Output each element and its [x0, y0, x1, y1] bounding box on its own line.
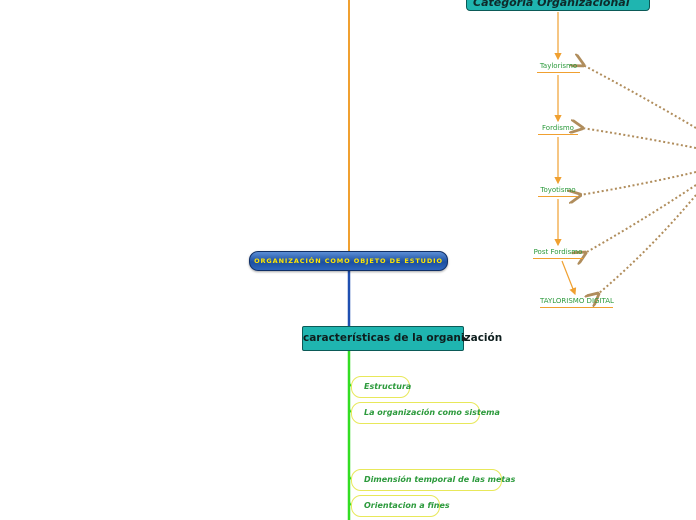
topic-caracteristicas[interactable]: características de la organización [302, 326, 502, 351]
relation-to-taylorismo [583, 65, 696, 129]
topic-categoria-organizacional[interactable]: Categoría Organizacional [466, 0, 650, 11]
subtopic-fordismo[interactable]: Fordismo [538, 122, 578, 135]
expand-arrow-icon[interactable] [463, 336, 467, 342]
subtopic-organizacion-como-sistema[interactable]: La organización como sistema [351, 402, 500, 424]
subtopic-post-fordismo[interactable]: Post Fordismo [533, 246, 583, 259]
relation-to-taylorismo-digital [598, 194, 696, 294]
subtopic-estructura[interactable]: Estructura [351, 376, 411, 398]
subtopic-orientacion-a-fines[interactable]: Orientacion a fines [351, 495, 450, 517]
relation-to-fordismo [582, 128, 696, 149]
subtopic-taylorismo[interactable]: Taylorismo [537, 60, 580, 73]
connector-postfordismo-to-taylorismo-digital [561, 260, 577, 296]
relation-to-postfordismo [585, 184, 696, 253]
subtopic-dimension-temporal[interactable]: Dimensión temporal de las metas [351, 469, 515, 491]
central-topic[interactable]: ORGANIZACIÓN COMO OBJETO DE ESTUDIO [249, 251, 448, 271]
subtopic-toyotismo[interactable]: Toyotismo [538, 184, 578, 197]
subtopic-taylorismo-digital[interactable]: TAYLORISMO DIGITAL [540, 295, 614, 308]
relation-to-toyotismo [580, 171, 696, 195]
